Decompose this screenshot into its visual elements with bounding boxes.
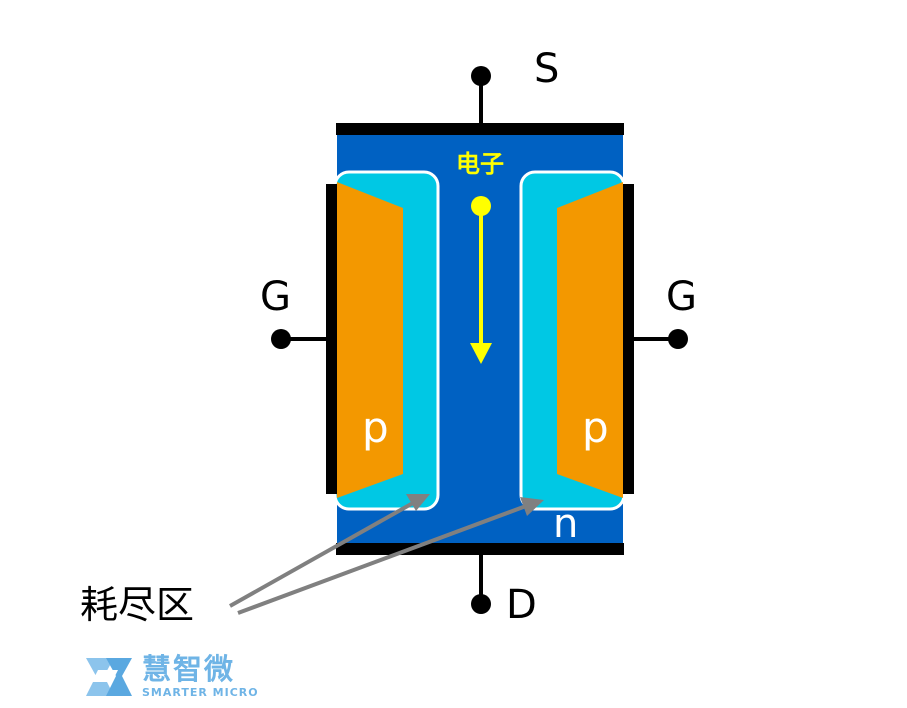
company-logo: 慧智微 SMARTER MICRO <box>84 652 284 702</box>
n-label: n <box>553 501 578 547</box>
drain-label: D <box>506 582 537 628</box>
depletion-pointer-left <box>229 501 414 608</box>
gate-contact-left <box>326 184 337 494</box>
depletion-pointer-right <box>237 504 527 615</box>
drain-contact <box>336 543 624 555</box>
gate-label-right: G <box>666 274 697 320</box>
depletion-label: 耗尽区 <box>80 583 194 627</box>
electron-flow-arrowhead <box>470 343 492 364</box>
source-label: S <box>534 46 559 92</box>
source-contact <box>336 123 624 135</box>
p-label-left: p <box>362 403 389 452</box>
logo-name-cn: 慧智微 <box>142 652 236 686</box>
electron-label: 电子 <box>456 150 504 178</box>
gate-label-left: G <box>260 274 291 320</box>
gate-terminal-left <box>271 329 291 349</box>
logo-mark-icon <box>86 658 132 696</box>
gate-contact-right <box>623 184 634 494</box>
logo-name-en: SMARTER MICRO <box>142 686 259 699</box>
p-region-right <box>557 182 623 498</box>
drain-terminal <box>471 594 491 614</box>
p-label-right: p <box>582 403 609 452</box>
source-terminal <box>471 66 491 86</box>
depletion-pointer-left-head <box>406 494 430 511</box>
gate-terminal-right <box>668 329 688 349</box>
depletion-pointer-right-head <box>520 497 544 516</box>
p-region-left <box>337 182 403 498</box>
